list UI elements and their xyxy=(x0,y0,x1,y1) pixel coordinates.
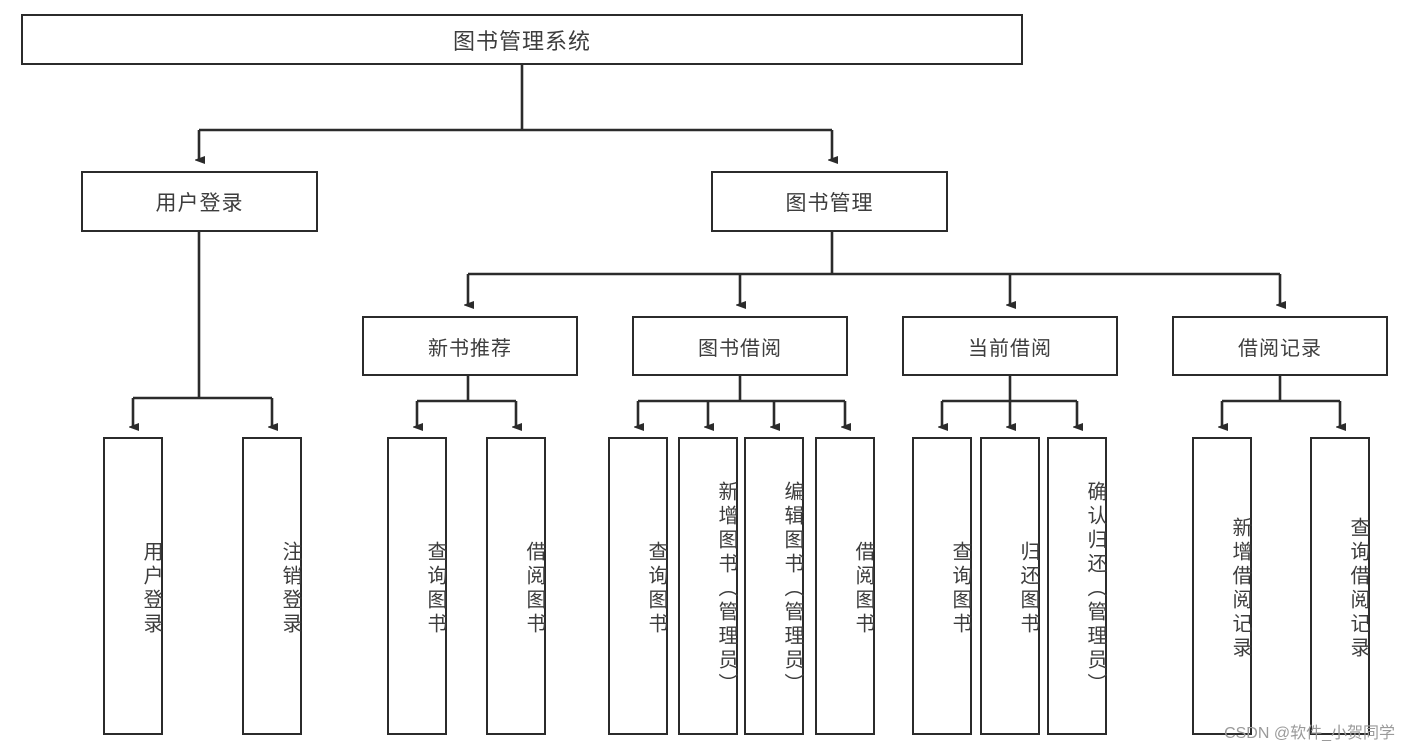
leaf-label: 编辑图书（管理员） xyxy=(781,481,803,697)
node-root-label: 图书管理系统 xyxy=(452,28,591,54)
leaf-borrow-add-book[interactable]: 新增图书（管理员） xyxy=(678,437,738,735)
node-book-management[interactable]: 图书管理 xyxy=(711,171,948,232)
leaf-current-confirm-return[interactable]: 确认归还（管理员） xyxy=(1047,437,1107,735)
leaf-label: 确认归还（管理员） xyxy=(1084,481,1106,697)
node-new-book-recommend-label: 新书推荐 xyxy=(428,337,512,360)
leaf-record-query[interactable]: 查询借阅记录 xyxy=(1310,437,1370,735)
node-user-login-label: 用户登录 xyxy=(155,191,244,215)
node-borrow-record-label: 借阅记录 xyxy=(1238,337,1322,360)
leaf-new-book-borrow[interactable]: 借阅图书 xyxy=(486,437,546,735)
node-book-management-label: 图书管理 xyxy=(785,191,874,215)
leaf-label: 查询图书 xyxy=(949,541,971,637)
leaf-label: 用户登录 xyxy=(140,541,162,637)
node-book-borrow-label: 图书借阅 xyxy=(698,337,782,360)
node-book-borrow[interactable]: 图书借阅 xyxy=(632,316,848,376)
leaf-label: 注销登录 xyxy=(279,541,301,637)
leaf-current-query-book[interactable]: 查询图书 xyxy=(912,437,972,735)
leaf-new-book-query[interactable]: 查询图书 xyxy=(387,437,447,735)
leaf-label: 查询图书 xyxy=(424,541,446,637)
leaf-borrow-borrow-book[interactable]: 借阅图书 xyxy=(815,437,875,735)
node-new-book-recommend[interactable]: 新书推荐 xyxy=(362,316,578,376)
node-root[interactable]: 图书管理系统 xyxy=(21,14,1023,65)
leaf-borrow-edit-book[interactable]: 编辑图书（管理员） xyxy=(744,437,804,735)
leaf-current-return-book[interactable]: 归还图书 xyxy=(980,437,1040,735)
leaf-label: 借阅图书 xyxy=(852,541,874,637)
leaf-user-login-login[interactable]: 用户登录 xyxy=(103,437,163,735)
leaf-label: 归还图书 xyxy=(1017,541,1039,637)
node-user-login[interactable]: 用户登录 xyxy=(81,171,318,232)
leaf-label: 借阅图书 xyxy=(523,541,545,637)
node-current-borrow-label: 当前借阅 xyxy=(968,337,1052,360)
leaf-label: 新增图书（管理员） xyxy=(715,481,737,697)
leaf-label: 新增借阅记录 xyxy=(1229,517,1251,661)
leaf-borrow-query-book[interactable]: 查询图书 xyxy=(608,437,668,735)
node-borrow-record[interactable]: 借阅记录 xyxy=(1172,316,1388,376)
leaf-label: 查询图书 xyxy=(645,541,667,637)
leaf-label: 查询借阅记录 xyxy=(1347,517,1369,661)
node-current-borrow[interactable]: 当前借阅 xyxy=(902,316,1118,376)
leaf-record-add[interactable]: 新增借阅记录 xyxy=(1192,437,1252,735)
leaf-user-login-logout[interactable]: 注销登录 xyxy=(242,437,302,735)
